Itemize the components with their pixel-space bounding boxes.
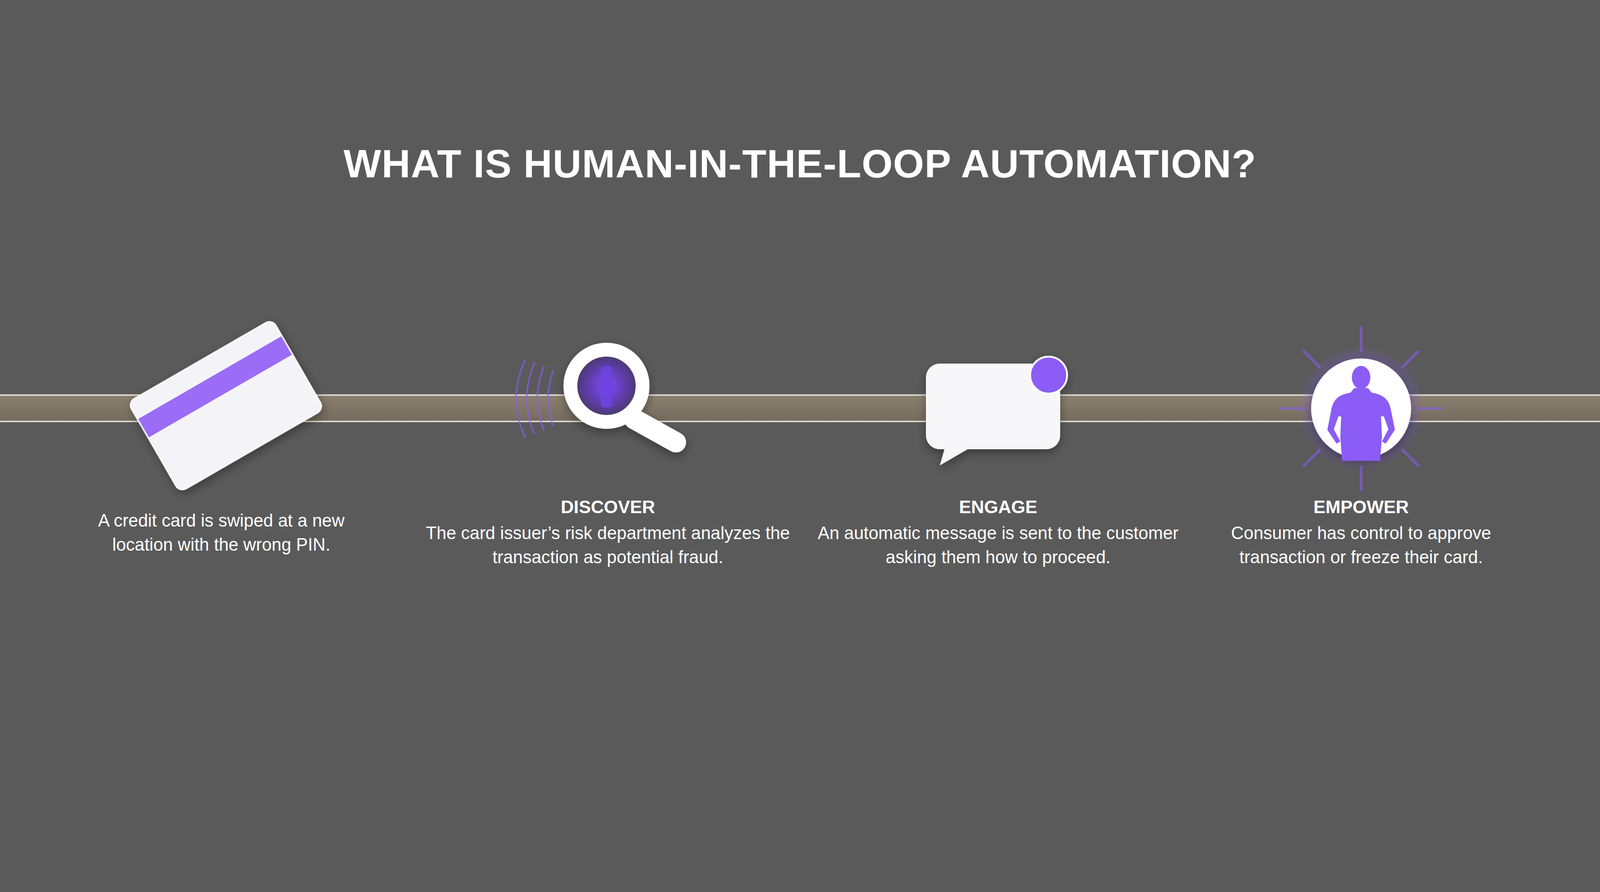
magnifier-icon <box>516 349 676 443</box>
step-heading: EMPOWER <box>1313 496 1409 518</box>
message-bubble-icon <box>925 356 1068 466</box>
step-heading: ENGAGE <box>958 496 1038 518</box>
diagram-title: WHAT IS HUMAN-IN-THE-LOOP AUTOMATION? <box>343 140 1257 187</box>
credit-card-icon <box>127 318 325 493</box>
person-icon <box>1280 326 1443 491</box>
step-description: A credit card is swiped at a new locatio… <box>73 508 370 557</box>
step-heading: DISCOVER <box>560 496 656 518</box>
step-description: Consumer has control to approve transact… <box>1199 520 1524 569</box>
step-description: An automatic message is sent to the cust… <box>812 520 1184 569</box>
step-description: The card issuer’s risk department analyz… <box>408 520 807 569</box>
